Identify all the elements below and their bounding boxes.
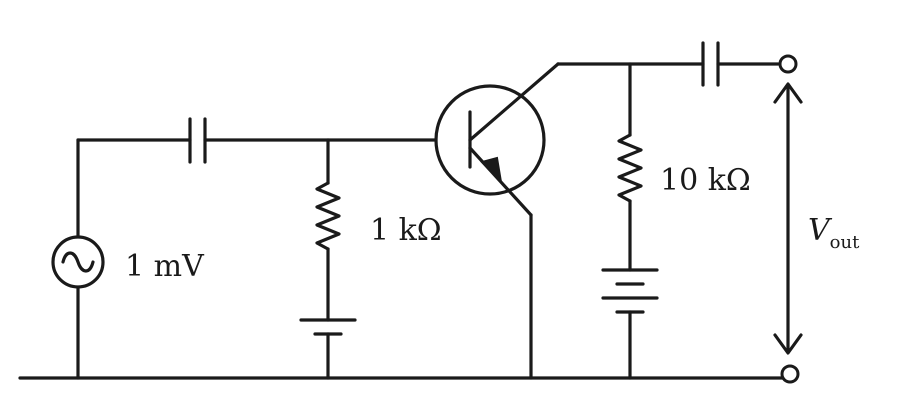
base-resistor [315,138,341,322]
output-coupling-capacitor [701,41,780,87]
base-resistor-label: 1 kΩ [370,213,442,248]
collector-resistor [617,62,643,272]
vout-label: Vout [808,213,860,253]
vout-subscript: out [830,232,860,253]
output-terminal-bottom [780,364,800,384]
input-coupling-capacitor [76,117,438,164]
collector-resistor-label: 10 kΩ [660,163,751,198]
collector-battery [601,268,659,380]
output-terminal-top [778,54,798,74]
vout-symbol: V [808,213,833,248]
ac-source [51,138,105,380]
base-battery [299,318,357,380]
vout-arrow [773,82,803,355]
npn-transistor [434,62,560,380]
source-label: 1 mV [125,249,205,284]
